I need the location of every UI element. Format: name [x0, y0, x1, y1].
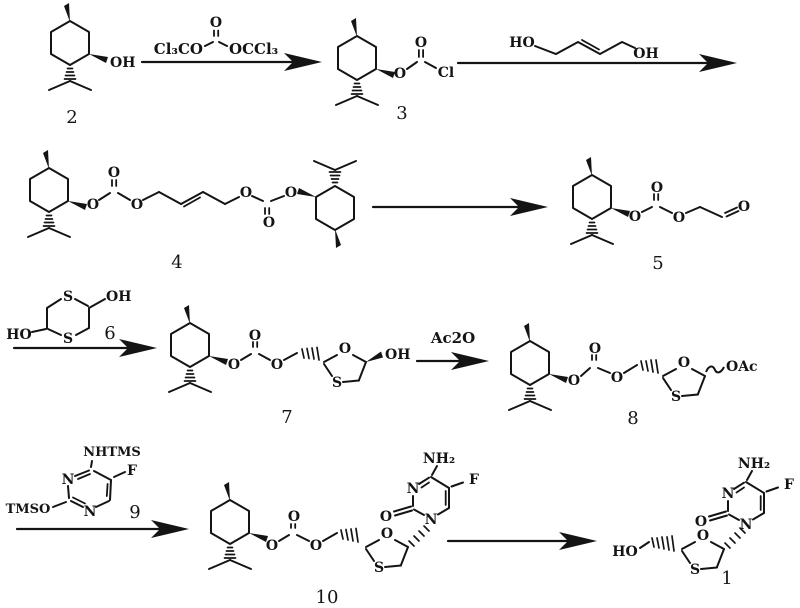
- carbonyl-o-label: O: [589, 341, 601, 357]
- compound-number-9: 9: [129, 502, 140, 523]
- reaction-arrow-5: [415, 352, 489, 370]
- reagent-butenediol: HO OH: [509, 35, 658, 62]
- ester-o-label: O: [266, 538, 278, 554]
- n1-label: N: [84, 504, 97, 520]
- aldehyde-o-label: O: [738, 199, 750, 215]
- fluoro-label: F: [127, 463, 137, 479]
- reaction-arrow-1: [140, 53, 322, 71]
- carbonyl-o-label: O: [288, 509, 300, 525]
- ho-label: HO: [6, 327, 31, 343]
- triphosgene-left-label: Cl₃CO: [154, 40, 203, 58]
- oh-label: OH: [633, 46, 658, 62]
- compound-number-1: 1: [721, 568, 732, 589]
- ester-o-label: O: [629, 209, 641, 225]
- sulfur-label: S: [63, 331, 73, 347]
- menthyl-ring: [508, 322, 569, 411]
- nhtms-label: NHTMS: [83, 445, 141, 460]
- anomeric-squiggle-bond: [705, 365, 725, 374]
- reaction-arrow-2: [456, 54, 737, 72]
- ester-o-label: O: [673, 210, 685, 226]
- carbonyl-o-label: O: [249, 328, 261, 344]
- carbonyl-o-label: O: [263, 215, 275, 231]
- ester-o-label: O: [611, 370, 623, 386]
- compound-number-6: 6: [104, 323, 115, 344]
- oxathiolane-ring: [365, 525, 409, 577]
- compound-number-7: 7: [281, 407, 292, 428]
- carbonyl-o-label: O: [210, 15, 222, 31]
- compound-8: O O O OAc 8: [508, 322, 758, 429]
- carbonyl-o-label: O: [651, 180, 663, 196]
- ester-o-label: O: [310, 538, 322, 554]
- chloride-label: Cl: [438, 65, 454, 81]
- compound-number-2: 2: [66, 107, 77, 128]
- menthyl-ring: [168, 304, 229, 393]
- ester-o-label: O: [271, 357, 283, 373]
- compound-7: O O O OH 7: [168, 304, 410, 428]
- menthyl-ring: [48, 2, 109, 91]
- oxathiolane-ring: [662, 354, 706, 406]
- compound-number-4: 4: [171, 252, 182, 273]
- hydroxyl-label: OH: [110, 55, 135, 71]
- compound-9: NHTMS TMSO N N F 9: [6, 445, 141, 523]
- ac2o-label: Ac2O: [430, 329, 475, 347]
- reaction-arrow-6: [15, 520, 189, 538]
- acetate-label: OAc: [726, 359, 758, 375]
- compound-5: O O O O 5: [570, 156, 750, 274]
- tmso-label: TMSO: [6, 502, 51, 517]
- carbonyl-o-label: O: [108, 165, 120, 181]
- ester-o-label: O: [87, 197, 99, 213]
- compound-2: OH 2: [48, 2, 135, 128]
- compound-number-8: 8: [627, 408, 638, 429]
- ester-o-label: O: [394, 66, 406, 82]
- sulfur-label: S: [63, 289, 73, 305]
- hydroxyl-label: OH: [106, 289, 131, 305]
- menthyl-ring-left: [27, 149, 88, 238]
- compound-3: O O Cl 3: [335, 17, 454, 124]
- compound-10: O O O 10: [208, 450, 481, 608]
- oxathiolane-ring: [681, 527, 725, 579]
- ho-label: HO: [612, 544, 637, 560]
- ester-o-label: O: [131, 197, 143, 213]
- fluorocytosine-ring: [378, 450, 481, 529]
- ho-label: HO: [509, 35, 534, 51]
- oxathiolane-ring: [323, 340, 367, 392]
- ester-o-label: O: [285, 185, 297, 201]
- menthyl-ring: [570, 156, 631, 245]
- ester-o-label: O: [228, 357, 240, 373]
- carbonyl-o-label: O: [415, 35, 427, 51]
- n3-label: N: [62, 472, 75, 488]
- menthyl-ring: [335, 17, 396, 106]
- ester-o-label: O: [568, 373, 580, 389]
- reagent-ac2o: Ac2O: [430, 329, 475, 347]
- triphosgene-right-label: OCCl₃: [229, 40, 278, 58]
- compound-number-3: 3: [396, 103, 407, 124]
- fluorocytosine-ring: [693, 455, 796, 534]
- compound-4: O O O O O O 4: [27, 149, 357, 273]
- reaction-arrow-4: [12, 339, 157, 357]
- compound-6: S OH S HO 6: [6, 289, 131, 347]
- compound-number-10: 10: [316, 587, 339, 608]
- compound-number-5: 5: [652, 253, 663, 274]
- menthyl-ring-right: [296, 160, 357, 249]
- menthyl-ring: [208, 481, 269, 570]
- ester-o-label: O: [240, 185, 252, 201]
- compound-1: HO 1: [612, 455, 796, 589]
- reagent-triphosgene: Cl₃CO O OCCl₃: [154, 15, 278, 58]
- reaction-arrow-3: [371, 198, 548, 216]
- hydroxyl-label: OH: [385, 347, 410, 363]
- reaction-arrow-7: [446, 532, 597, 550]
